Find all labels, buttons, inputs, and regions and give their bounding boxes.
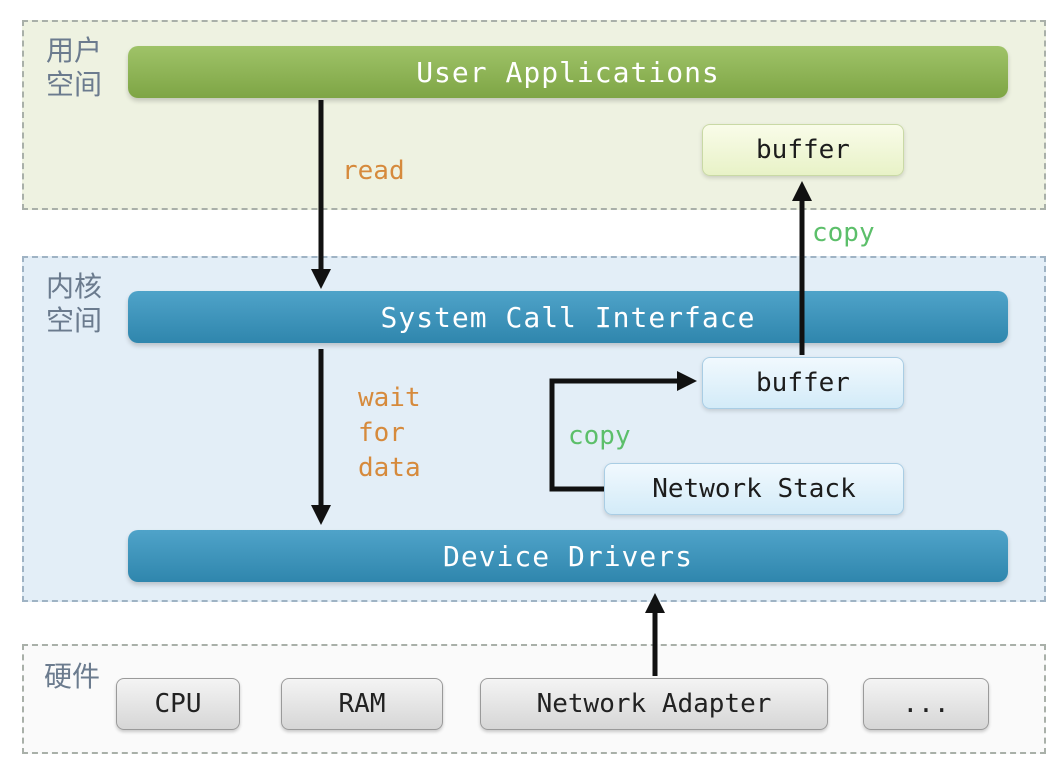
network-stack-box: Network Stack bbox=[604, 463, 904, 515]
wait-for-data-arrow-label: wait for data bbox=[358, 383, 421, 483]
copy-kernel-arrow-label: copy bbox=[568, 421, 631, 451]
user-buffer-box: buffer bbox=[702, 124, 904, 176]
system-call-interface-bar: System Call Interface bbox=[128, 291, 1008, 343]
hardware-ram-box: RAM bbox=[281, 678, 443, 730]
kernel-space-label: 内核 空间 bbox=[46, 270, 103, 337]
device-drivers-bar: Device Drivers bbox=[128, 530, 1008, 582]
read-arrow-label: read bbox=[342, 156, 405, 186]
copy-user-arrow-label: copy bbox=[812, 218, 875, 248]
copy-network-stack-to-buffer-arrow bbox=[549, 371, 697, 492]
user-space-label: 用户 空间 bbox=[46, 34, 103, 101]
kernel-buffer-box: buffer bbox=[702, 357, 904, 409]
hardware-cpu-box: CPU bbox=[116, 678, 240, 730]
user-applications-bar: User Applications bbox=[128, 46, 1008, 98]
hardware-more-box: ... bbox=[863, 678, 989, 730]
hardware-label: 硬件 bbox=[44, 660, 101, 693]
hardware-network-adapter-box: Network Adapter bbox=[480, 678, 828, 730]
